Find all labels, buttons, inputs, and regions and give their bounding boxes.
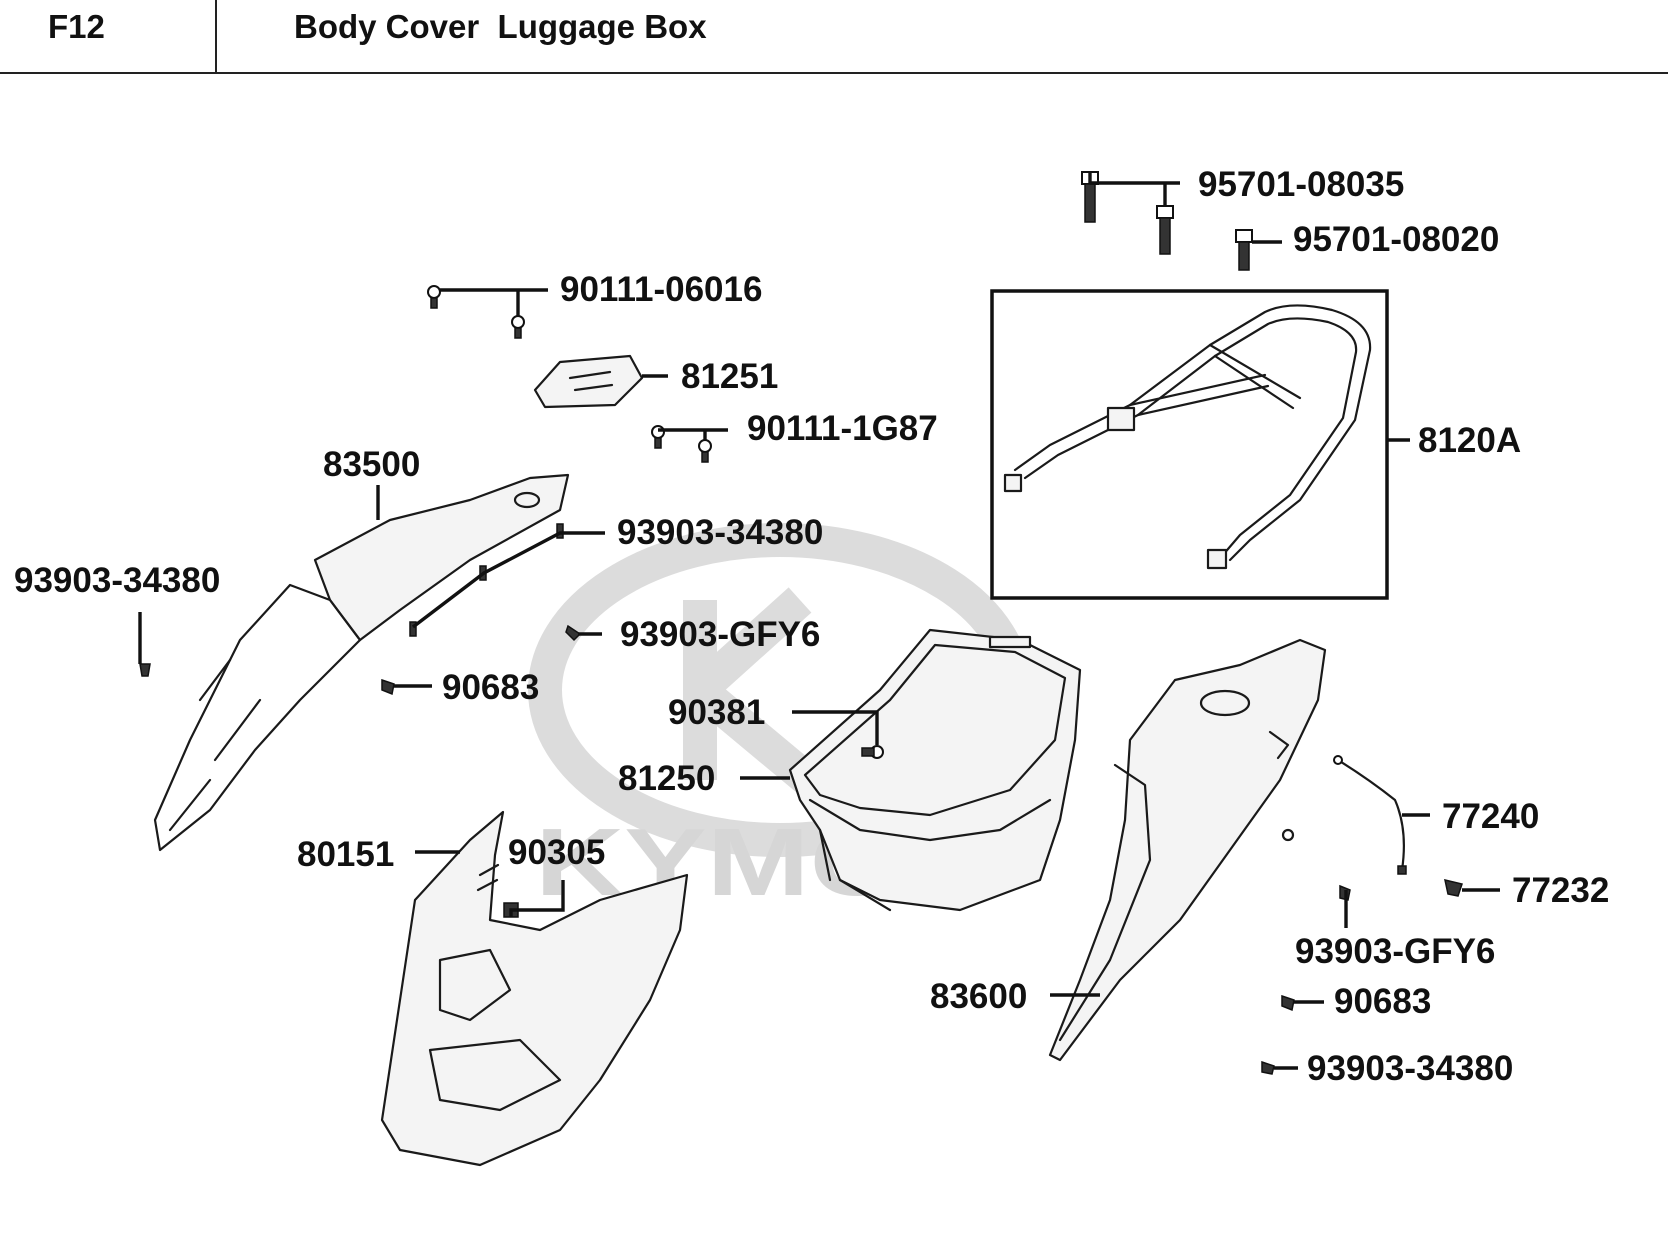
label-81251: 81251 [681, 357, 778, 396]
label-77240: 77240 [1442, 797, 1539, 836]
label-93903-34380-right: 93903-34380 [1307, 1049, 1513, 1088]
label-90683-right: 90683 [1334, 982, 1431, 1021]
label-8120A: 8120A [1418, 421, 1521, 460]
label-93903-GFY6-right: 93903-GFY6 [1295, 932, 1495, 971]
label-90381: 90381 [668, 693, 765, 732]
label-77232: 77232 [1512, 871, 1609, 910]
callout-labels: 95701-08035 95701-08020 90111-06016 8125… [14, 165, 1609, 1088]
page-header: F12 Body Cover Luggage Box [0, 0, 1668, 74]
rear-carrier-8120A [990, 289, 1389, 600]
label-90111-1G87: 90111-1G87 [747, 409, 938, 448]
lid-cover-81251 [533, 354, 644, 409]
label-93903-GFY6-mid: 93903-GFY6 [620, 615, 820, 654]
screw-90381-icon [861, 745, 884, 759]
front-inner-cover-80151 [380, 810, 689, 1167]
page-title: Body Cover Luggage Box [294, 8, 707, 45]
screw-93903-34380-right-icon [1261, 1060, 1275, 1075]
label-81250: 81250 [618, 759, 715, 798]
screw-93903-34380-left-icon [139, 663, 151, 677]
cable-77240-icon [1333, 755, 1407, 875]
rear-upper-cover-83500 [153, 473, 570, 852]
label-80151: 80151 [297, 835, 394, 874]
label-90111-06016: 90111-06016 [560, 270, 762, 309]
screw-90111-06016-icon [427, 285, 525, 339]
label-83500: 83500 [323, 445, 420, 484]
bolt-95701-08020-icon [1235, 229, 1253, 271]
label-95701-08035: 95701-08035 [1198, 165, 1404, 204]
figure-code: F12 [48, 8, 105, 45]
label-83600: 83600 [930, 977, 1027, 1016]
label-93903-34380-mid: 93903-34380 [617, 513, 823, 552]
luggage-box-81250 [788, 628, 1082, 912]
right-side-cover-83600 [1048, 638, 1327, 1062]
label-95701-08020: 95701-08020 [1293, 220, 1499, 259]
leader-lines [138, 172, 1500, 1070]
clip-93903-GFY6-mid-icon [565, 624, 582, 642]
clip-90683-right-icon [1281, 994, 1295, 1012]
clip-90683-left-icon [381, 678, 395, 696]
header-divider [215, 0, 217, 73]
label-90683-left: 90683 [442, 668, 539, 707]
label-93903-34380-left: 93903-34380 [14, 561, 220, 600]
label-90305: 90305 [508, 833, 605, 872]
clip-77232-icon [1444, 878, 1463, 897]
